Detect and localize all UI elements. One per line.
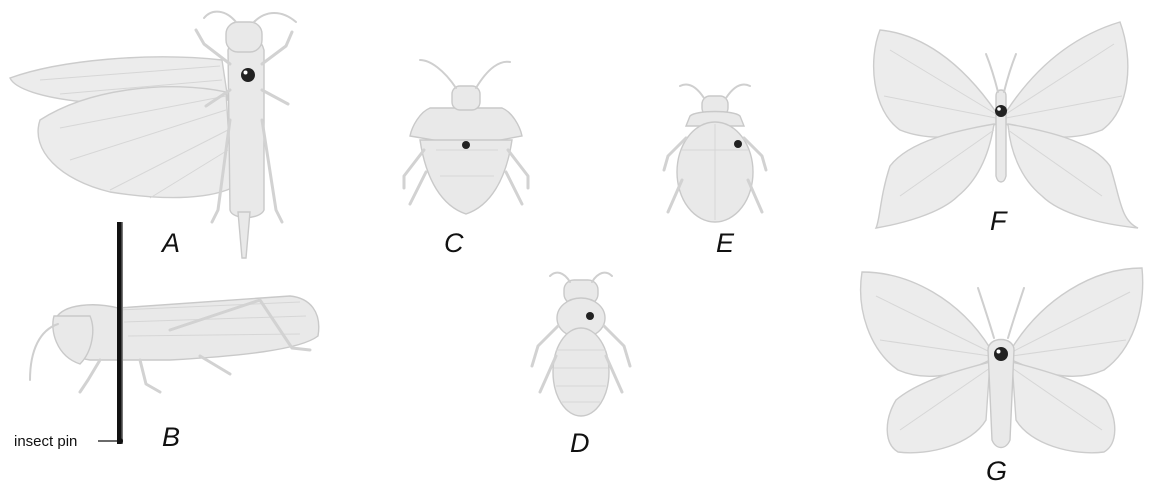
label-g: G xyxy=(986,456,1007,486)
specimen-e-beetle xyxy=(662,83,768,223)
specimen-d-bee xyxy=(530,271,632,417)
label-e: E xyxy=(716,228,735,258)
label-c: C xyxy=(444,228,464,258)
pin-callout-label: insect pin xyxy=(14,433,77,450)
label-d: D xyxy=(570,428,590,458)
specimen-c-stink-bug xyxy=(402,59,530,215)
specimen-g-moth xyxy=(859,267,1144,454)
specimen-a-grasshopper-dorsal xyxy=(9,10,297,259)
specimen-f-butterfly xyxy=(872,21,1139,229)
label-a: A xyxy=(160,228,180,258)
label-f: F xyxy=(990,206,1008,236)
label-b: B xyxy=(162,422,180,452)
specimen-b-grasshopper-side xyxy=(29,222,320,444)
